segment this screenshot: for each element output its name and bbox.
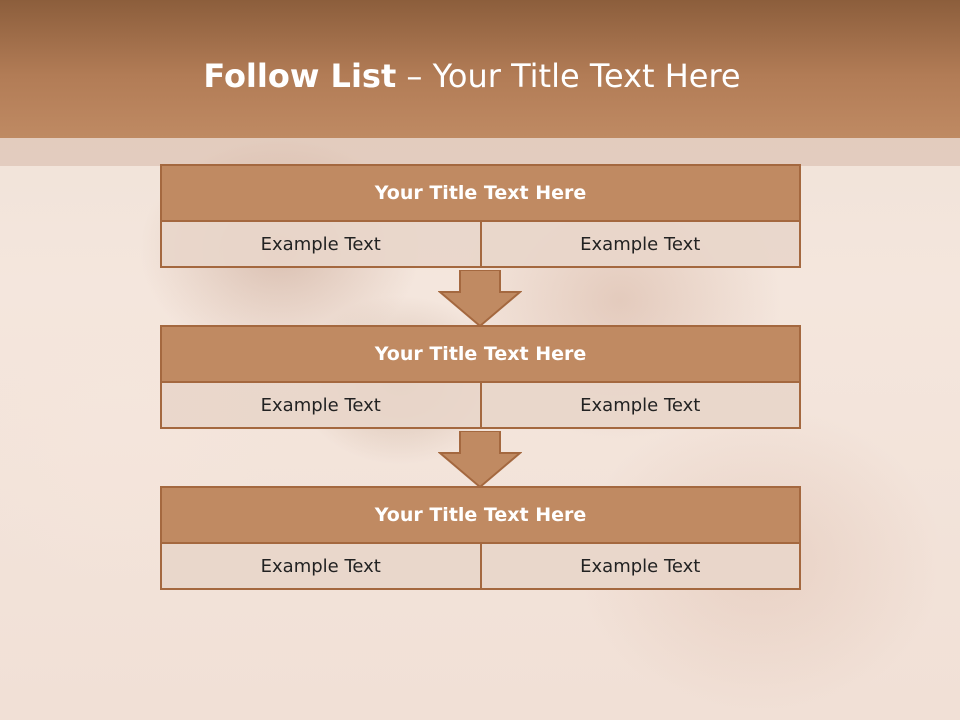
step-3-left-text: Example Text xyxy=(160,542,482,590)
down-arrow-icon xyxy=(438,431,522,489)
down-arrow-icon xyxy=(438,270,522,328)
title-bar xyxy=(0,0,960,138)
step-title-2: Your Title Text Here xyxy=(160,325,801,383)
step-title-1: Your Title Text Here xyxy=(160,164,801,222)
step-block-1: Your Title Text Here Example Text Exampl… xyxy=(160,164,801,268)
step-row-3: Example Text Example Text xyxy=(160,542,801,590)
step-1-left-text: Example Text xyxy=(160,220,482,268)
slide-title-bold: Follow List xyxy=(203,57,397,95)
step-2-left-text: Example Text xyxy=(160,381,482,429)
step-row-2: Example Text Example Text xyxy=(160,381,801,429)
step-1-right-text: Example Text xyxy=(479,220,801,268)
step-title-3: Your Title Text Here xyxy=(160,486,801,544)
slide-title-rest: – Your Title Text Here xyxy=(396,57,741,95)
step-2-right-text: Example Text xyxy=(479,381,801,429)
title-bar-strip xyxy=(0,138,960,166)
step-block-3: Your Title Text Here Example Text Exampl… xyxy=(160,486,801,590)
slide-title: Follow List – Your Title Text Here xyxy=(0,54,944,98)
step-row-1: Example Text Example Text xyxy=(160,220,801,268)
step-3-right-text: Example Text xyxy=(479,542,801,590)
step-block-2: Your Title Text Here Example Text Exampl… xyxy=(160,325,801,429)
